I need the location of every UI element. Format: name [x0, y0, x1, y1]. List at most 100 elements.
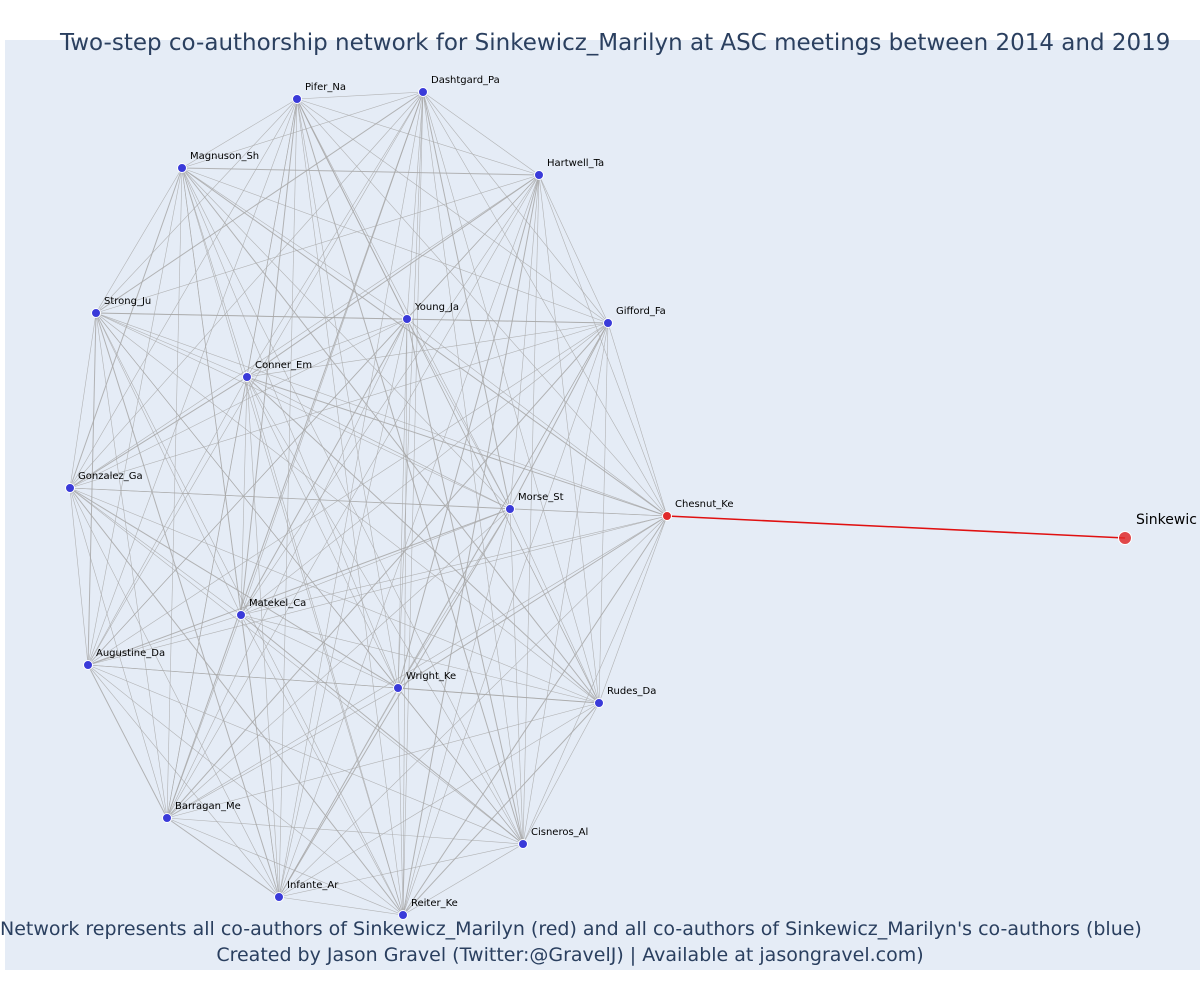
edge-layer — [69, 91, 668, 916]
edge-Conner_Em-Cisneros_Al — [246, 376, 524, 845]
edge-Infante_Ar-Reiter_Ke — [278, 896, 404, 916]
node-Magnuson_Sh[interactable] — [177, 163, 187, 173]
edge-Pifer_Na-Matekel_Ca — [240, 98, 298, 616]
edge-Magnuson_Sh-Young_Ja — [181, 167, 408, 320]
node-label-Morse_St: Morse_St — [518, 492, 564, 503]
edge-Young_Ja-Reiter_Ke — [402, 318, 408, 916]
node-Dashtgard_Pa[interactable] — [418, 87, 428, 97]
edge-Hartwell_Ta-Conner_Em — [246, 174, 540, 378]
node-label-Augustine_Da: Augustine_Da — [96, 648, 165, 659]
node-Strong_Ju[interactable] — [91, 308, 101, 318]
edge-Gonzalez_Ga-Cisneros_Al — [69, 487, 524, 845]
edge-Hartwell_Ta-Wright_Ke — [397, 174, 540, 689]
edge-Hartwell_Ta-Gonzalez_Ga — [69, 174, 540, 489]
edge-Pifer_Na-Reiter_Ke — [296, 98, 404, 916]
node-label-Gifford_Fa: Gifford_Fa — [616, 306, 666, 317]
edge-Dashtgard_Pa-Cisneros_Al — [422, 91, 524, 845]
edge-Conner_Em-Chesnut_Ke — [246, 376, 668, 517]
edge-Hartwell_Ta-Morse_St — [509, 174, 540, 510]
node-Matekel_Ca[interactable] — [236, 610, 246, 620]
edge-Strong_Ju-Matekel_Ca — [95, 312, 242, 616]
edge-Augustine_Da-Barragan_Me — [87, 664, 168, 819]
edge-Gifford_Fa-Conner_Em — [246, 322, 609, 378]
node-label-Matekel_Ca: Matekel_Ca — [249, 598, 306, 609]
node-Chesnut_Ke[interactable] — [662, 511, 672, 521]
edge-Gonzalez_Ga-Rudes_Da — [69, 487, 600, 704]
edge-Magnuson_Sh-Reiter_Ke — [181, 167, 404, 916]
node-Sinkewicz_Marilyn[interactable] — [1118, 531, 1132, 545]
node-label-Wright_Ke: Wright_Ke — [406, 671, 456, 682]
node-Morse_St[interactable] — [505, 504, 515, 514]
edge-Young_Ja-Conner_Em — [246, 318, 408, 378]
edge-Conner_Em-Morse_St — [246, 376, 511, 510]
edge-Young_Ja-Matekel_Ca — [240, 318, 408, 616]
edge-ego-Chesnut_Ke — [666, 515, 1126, 539]
node-layer — [65, 87, 1132, 920]
edge-Magnuson_Sh-Morse_St — [181, 167, 511, 510]
edge-Rudes_Da-Barragan_Me — [166, 702, 600, 819]
node-label-Infante_Ar: Infante_Ar — [287, 880, 339, 891]
edge-Wright_Ke-Infante_Ar — [278, 687, 399, 898]
edge-Morse_St-Barragan_Me — [166, 508, 511, 819]
node-Infante_Ar[interactable] — [274, 892, 284, 902]
edge-Matekel_Ca-Reiter_Ke — [240, 614, 404, 916]
edge-Rudes_Da-Cisneros_Al — [522, 702, 600, 845]
edge-Dashtgard_Pa-Strong_Ju — [95, 91, 424, 314]
plot-area — [5, 40, 1200, 970]
ego-edge-layer — [666, 515, 1126, 539]
edge-Magnuson_Sh-Gifford_Fa — [181, 167, 609, 324]
edge-Gifford_Fa-Barragan_Me — [166, 322, 609, 819]
edge-Wright_Ke-Cisneros_Al — [397, 687, 524, 845]
node-Augustine_Da[interactable] — [83, 660, 93, 670]
edge-Rudes_Da-Reiter_Ke — [402, 702, 600, 916]
edge-Barragan_Me-Chesnut_Ke — [166, 515, 668, 819]
edge-Pifer_Na-Hartwell_Ta — [296, 98, 540, 176]
edge-Magnuson_Sh-Rudes_Da — [181, 167, 600, 704]
edge-Cisneros_Al-Reiter_Ke — [402, 843, 524, 916]
edge-Dashtgard_Pa-Gifford_Fa — [422, 91, 609, 324]
edge-Gifford_Fa-Chesnut_Ke — [607, 322, 668, 517]
node-label-Strong_Ju: Strong_Ju — [104, 296, 151, 307]
edge-Matekel_Ca-Wright_Ke — [240, 614, 399, 689]
edge-Barragan_Me-Infante_Ar — [166, 817, 280, 898]
node-label-Dashtgard_Pa: Dashtgard_Pa — [431, 75, 500, 86]
edge-Morse_St-Rudes_Da — [509, 508, 600, 704]
edge-Cisneros_Al-Infante_Ar — [278, 843, 524, 898]
edge-Gonzalez_Ga-Infante_Ar — [69, 487, 280, 898]
node-Wright_Ke[interactable] — [393, 683, 403, 693]
node-label-Conner_Em: Conner_Em — [255, 360, 312, 371]
edge-Magnuson_Sh-Gonzalez_Ga — [69, 167, 183, 489]
node-Conner_Em[interactable] — [242, 372, 252, 382]
edge-Conner_Em-Barragan_Me — [166, 376, 248, 819]
edge-Magnuson_Sh-Strong_Ju — [95, 167, 183, 314]
node-Gonzalez_Ga[interactable] — [65, 483, 75, 493]
node-label-Reiter_Ke: Reiter_Ke — [411, 898, 458, 909]
edge-Gifford_Fa-Morse_St — [509, 322, 609, 510]
edge-Hartwell_Ta-Gifford_Fa — [538, 174, 609, 324]
edge-Augustine_Da-Chesnut_Ke — [87, 515, 668, 666]
node-Cisneros_Al[interactable] — [518, 839, 528, 849]
edge-Morse_St-Augustine_Da — [87, 508, 511, 666]
node-label-Chesnut_Ke: Chesnut_Ke — [675, 499, 734, 510]
node-Young_Ja[interactable] — [402, 314, 412, 324]
edge-Morse_St-Wright_Ke — [397, 508, 511, 689]
edge-Morse_St-Matekel_Ca — [240, 508, 511, 616]
node-label-Rudes_Da: Rudes_Da — [607, 686, 656, 697]
edge-Conner_Em-Rudes_Da — [246, 376, 600, 704]
edge-Magnuson_Sh-Hartwell_Ta — [181, 167, 540, 176]
node-label-Cisneros_Al: Cisneros_Al — [531, 827, 588, 838]
edge-Gonzalez_Ga-Reiter_Ke — [69, 487, 404, 916]
edge-Dashtgard_Pa-Gonzalez_Ga — [69, 91, 424, 489]
node-Gifford_Fa[interactable] — [603, 318, 613, 328]
node-Reiter_Ke[interactable] — [398, 910, 408, 920]
node-Rudes_Da[interactable] — [594, 698, 604, 708]
node-Pifer_Na[interactable] — [292, 94, 302, 104]
label-layer: Pifer_NaDashtgard_PaMagnuson_ShHartwell_… — [78, 75, 1197, 909]
edge-Conner_Em-Augustine_Da — [87, 376, 248, 666]
edge-Matekel_Ca-Chesnut_Ke — [240, 515, 668, 616]
node-Hartwell_Ta[interactable] — [534, 170, 544, 180]
edge-Pifer_Na-Gifford_Fa — [296, 98, 609, 324]
footer-credit: Created by Jason Gravel (Twitter:@Gravel… — [216, 944, 924, 966]
node-Barragan_Me[interactable] — [162, 813, 172, 823]
edge-Pifer_Na-Augustine_Da — [87, 98, 298, 666]
